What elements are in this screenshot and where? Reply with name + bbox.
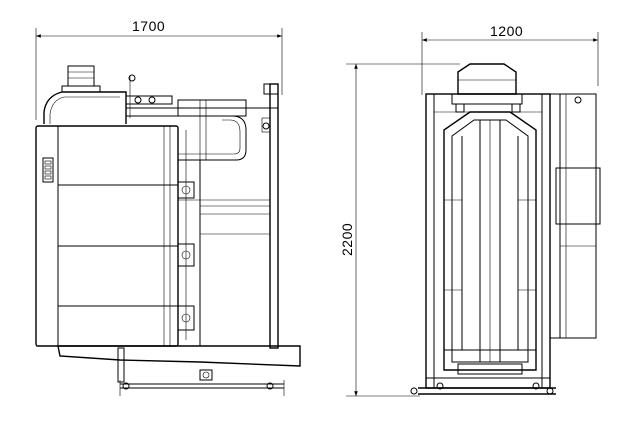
dimension-label-2200: 2200 — [339, 223, 355, 256]
dimension-2200: 2200 — [339, 63, 460, 397]
dimension-label-1200: 1200 — [490, 23, 523, 39]
side-view: 1700 — [35, 18, 301, 396]
front-view: 1200 2200 — [339, 23, 601, 397]
dimension-label-1700: 1700 — [132, 18, 165, 34]
dimension-1200: 1200 — [421, 23, 599, 95]
dimension-1700: 1700 — [35, 18, 283, 120]
